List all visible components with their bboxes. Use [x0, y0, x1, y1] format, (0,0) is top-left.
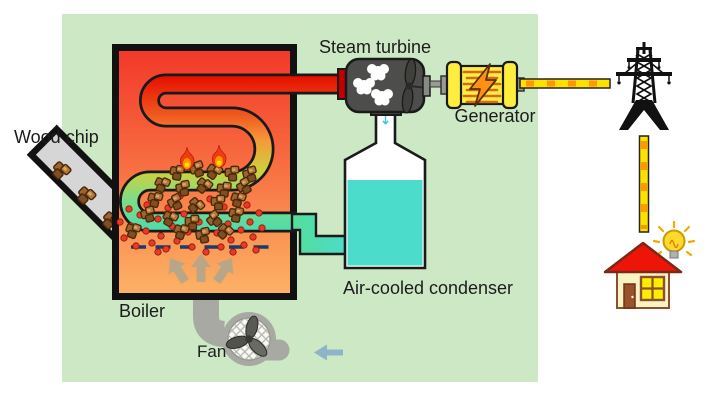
- air-intake-arrow-icon: [314, 344, 343, 361]
- light-bulb-icon: [652, 220, 696, 259]
- house-roof: [603, 241, 683, 274]
- condenser-water: [347, 180, 423, 266]
- label-steam-turbine: Steam turbine: [319, 37, 431, 57]
- steam-turbine-icon: [337, 57, 443, 116]
- ember-icon: [120, 234, 128, 242]
- ember-icon: [132, 242, 140, 250]
- ember-icon: [116, 218, 124, 226]
- ember-icon: [237, 226, 245, 234]
- turbine-propeller-icon: [401, 58, 425, 114]
- ember-icon: [243, 201, 251, 209]
- ember-icon: [252, 246, 260, 254]
- label-wood-chip: Wood chip: [14, 127, 99, 147]
- ember-icon: [249, 233, 257, 241]
- power-wire-vertical: [638, 135, 650, 233]
- ember-icon: [162, 245, 170, 253]
- label-boiler: Boiler: [119, 301, 165, 321]
- ember-icon: [125, 205, 133, 213]
- ember-icon: [217, 243, 225, 251]
- ember-icon: [142, 227, 150, 235]
- ember-icon: [157, 232, 165, 240]
- ember-icon: [246, 218, 254, 226]
- transmission-tower-icon: [616, 42, 672, 130]
- ember-icon: [255, 209, 263, 217]
- ember-icon: [202, 248, 210, 256]
- ember-icon: [154, 248, 162, 256]
- ember-icon: [154, 215, 162, 223]
- air-cooled-condenser: [343, 109, 427, 270]
- power-wire-horizontal: [519, 78, 611, 89]
- generator-icon: [440, 60, 525, 110]
- house-icon: [603, 241, 683, 309]
- ember-icon: [148, 239, 156, 247]
- fan-blades-icon: [225, 315, 268, 357]
- ember-icon: [240, 241, 248, 249]
- ember-icon: [188, 243, 196, 251]
- lightning-bolt-icon: [469, 63, 497, 107]
- ember-icon: [227, 236, 235, 244]
- ember-icon: [229, 248, 237, 256]
- label-condenser: Air-cooled condenser: [343, 278, 513, 298]
- house-window: [639, 275, 666, 302]
- house-door: [623, 283, 636, 309]
- fan-blower-icon: [193, 290, 290, 366]
- ember-icon: [258, 224, 266, 232]
- ember-icon: [180, 210, 188, 218]
- label-fan: Fan: [197, 342, 226, 361]
- condensate-arrow-icon: [382, 116, 389, 125]
- serpentine-steam-pipe: [119, 73, 350, 233]
- label-generator: Generator: [454, 106, 535, 126]
